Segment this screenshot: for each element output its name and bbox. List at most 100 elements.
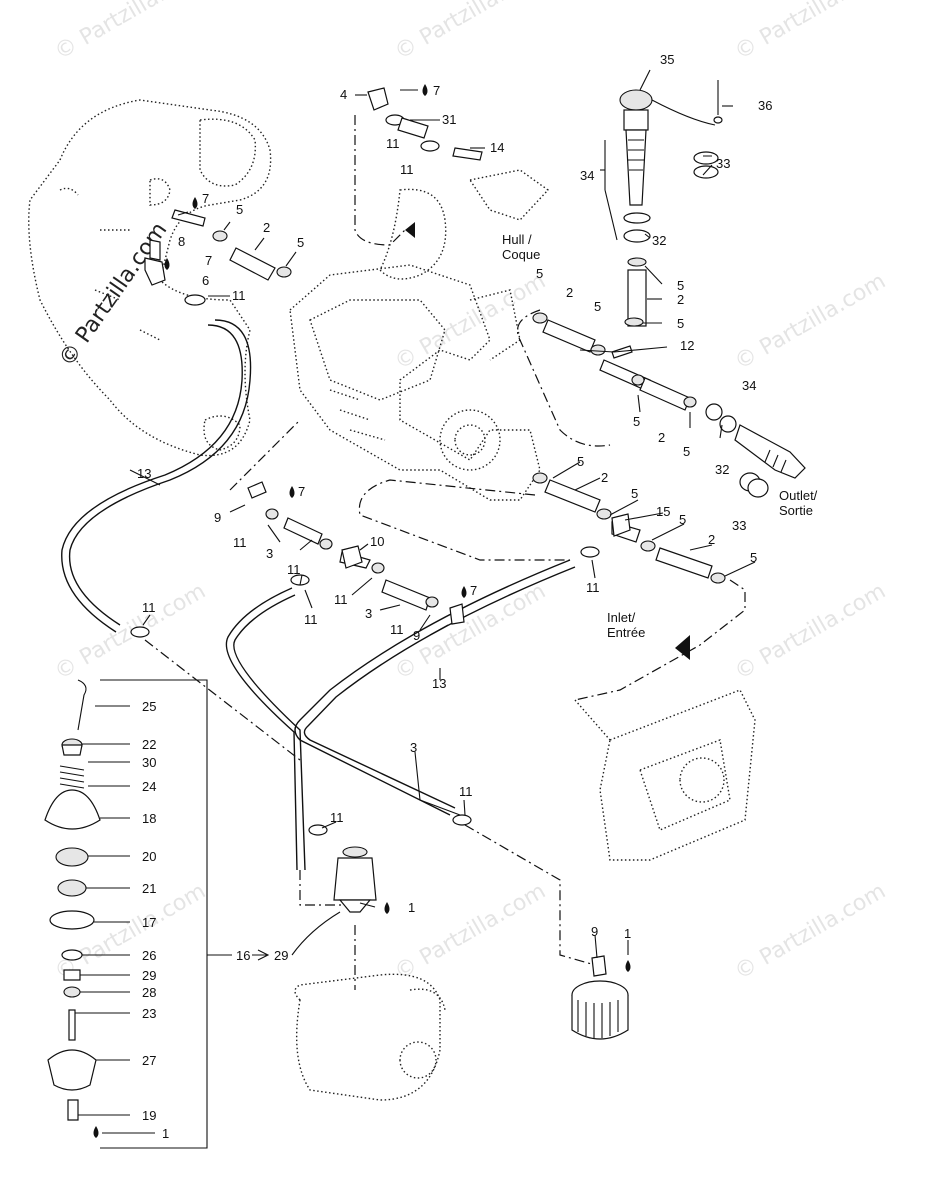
- callout: 19: [142, 1108, 156, 1123]
- watermark-10: © Partzilla.com: [731, 879, 891, 986]
- callout: 29: [142, 968, 156, 983]
- callout: 7: [202, 191, 209, 206]
- callout: 3: [266, 546, 273, 561]
- callout: 9: [214, 510, 221, 525]
- callout: 26: [142, 948, 156, 963]
- watermark-1: © Partzilla.com: [51, 0, 211, 65]
- inlet-label-en: Inlet/: [607, 610, 636, 625]
- callout: 1: [162, 1126, 169, 1141]
- inlet-label-fr: Entrée: [607, 625, 645, 640]
- fluid-drop-icon-5: [461, 586, 467, 598]
- fluid-drop-icon-1: [422, 84, 428, 96]
- callout: 23: [142, 1006, 156, 1021]
- callout: 17: [142, 915, 156, 930]
- callout: 5: [750, 550, 757, 565]
- callout: 34: [580, 168, 594, 183]
- watermark-7: © Partzilla.com: [731, 579, 891, 686]
- flow-arrow-top: [405, 222, 415, 238]
- callout: 5: [236, 202, 243, 217]
- callout: 33: [716, 156, 730, 171]
- callout: 15: [656, 504, 670, 519]
- callout: 27: [142, 1053, 156, 1068]
- callout: 11: [400, 162, 414, 177]
- hull-label-fr: Coque: [502, 247, 540, 262]
- leader-lines: [75, 69, 756, 1134]
- callout: 11: [586, 580, 600, 595]
- callout: 11: [386, 136, 400, 151]
- bracket-34-upper: [604, 140, 618, 241]
- callout: 3: [410, 740, 417, 755]
- callout: 22: [142, 737, 156, 752]
- hose-2-upper-left: [171, 209, 292, 281]
- callout: 10: [370, 534, 384, 549]
- hose-2-right: [631, 374, 806, 498]
- callout: 5: [677, 316, 684, 331]
- callout: 11: [334, 592, 348, 607]
- callout: 5: [679, 512, 686, 527]
- connection-lines: [144, 115, 746, 990]
- fuel-tank-outline: [294, 973, 446, 1101]
- part-callouts: 35 36 33 34 32 5 2 5 4 7 31 11 14 11 7 8…: [137, 52, 772, 1141]
- callout: 7: [433, 83, 440, 98]
- callout: 9: [413, 628, 420, 643]
- callout: 1: [624, 926, 631, 941]
- watermark-2: © Partzilla.com: [391, 0, 551, 65]
- callout: 29: [274, 948, 288, 963]
- callout: 2: [677, 292, 684, 307]
- callout: 5: [683, 444, 690, 459]
- callout: 11: [304, 612, 318, 627]
- fluid-drop-icon-4: [289, 486, 295, 498]
- callout: 5: [594, 299, 601, 314]
- fitting-6-elbow: [144, 239, 166, 286]
- callout: 34: [742, 378, 756, 393]
- callout: 6: [202, 273, 209, 288]
- region-labels: Hull / Coque Outlet/ Sortie Inlet/ Entré…: [502, 232, 818, 640]
- outlet-label-en: Outlet/: [779, 488, 818, 503]
- callout: 21: [142, 881, 156, 896]
- hull-label-en: Hull /: [502, 232, 532, 247]
- hose-2-vertical: [624, 257, 647, 327]
- watermark-4: © Partzilla.com: [731, 269, 891, 376]
- fuel-filter-canister: [333, 846, 377, 913]
- fluid-drop-icon-8: [93, 1126, 99, 1138]
- watermark-3: © Partzilla.com: [731, 0, 891, 65]
- callout: 2: [708, 532, 715, 547]
- callout: 7: [470, 583, 477, 598]
- callout: 2: [601, 470, 608, 485]
- callout: 36: [758, 98, 772, 113]
- callout: 13: [137, 466, 151, 481]
- callout: 9: [591, 924, 598, 939]
- callout: 11: [233, 535, 247, 550]
- callout: 5: [577, 454, 584, 469]
- fluid-drop-icon-6: [384, 902, 390, 914]
- callout: 7: [205, 253, 212, 268]
- watermark-9: © Partzilla.com: [391, 879, 551, 986]
- jet-pump-outline: [574, 689, 756, 861]
- fluid-drop-icon-3: [164, 258, 170, 270]
- callout: 11: [287, 562, 301, 577]
- callout: 3: [365, 606, 372, 621]
- callout: 14: [490, 140, 504, 155]
- callout: 32: [715, 462, 729, 477]
- arrow-right-icon: [252, 949, 270, 961]
- callout: 2: [566, 285, 573, 300]
- kit-bracket: [100, 679, 208, 1149]
- fuel-filler-neck-assembly: [619, 80, 723, 243]
- flow-arrow-inlet: [675, 635, 690, 660]
- callout: 31: [442, 112, 456, 127]
- callout: 28: [142, 985, 156, 1000]
- fuel-strainer: [571, 955, 629, 1040]
- callout: 12: [680, 338, 694, 353]
- callout: 13: [432, 676, 446, 691]
- callout: 8: [178, 234, 185, 249]
- callout: 11: [330, 810, 344, 825]
- callout: 18: [142, 811, 156, 826]
- callout: 5: [536, 266, 543, 281]
- callout: 2: [263, 220, 270, 235]
- top-fittings: [367, 87, 550, 221]
- fluid-drop-icon-7: [625, 960, 631, 972]
- callout: 30: [142, 755, 156, 770]
- clamps-11: [130, 114, 600, 836]
